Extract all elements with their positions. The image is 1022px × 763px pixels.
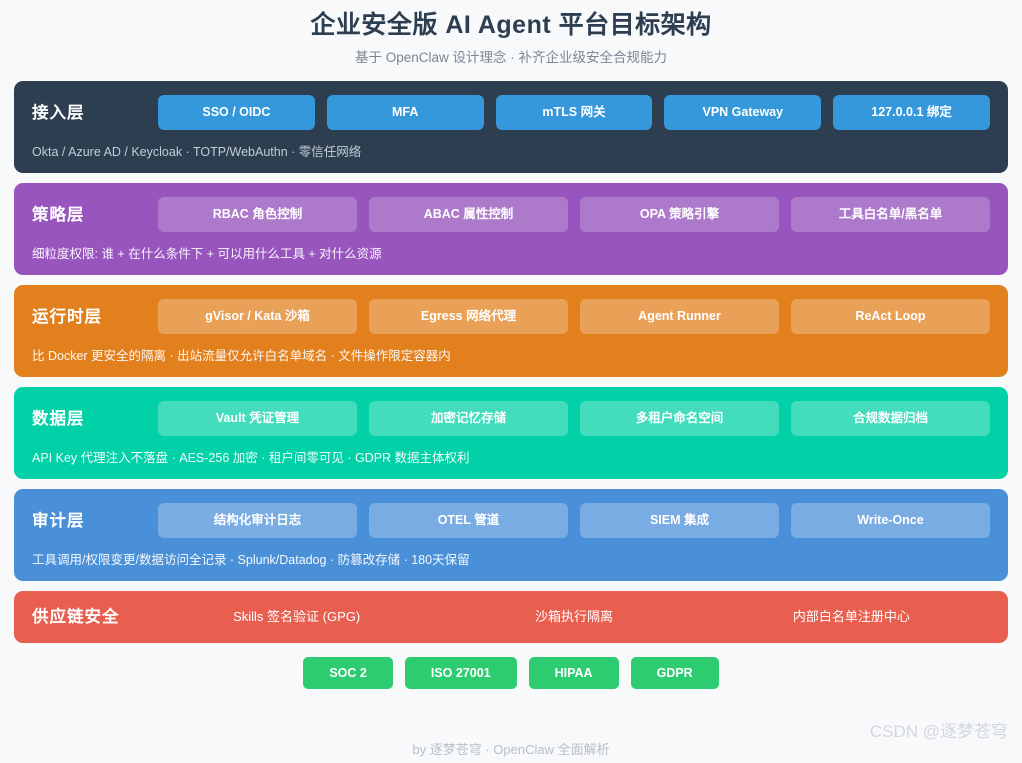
footer-credit: by 逐梦苍穹 · OpenClaw 全面解析: [412, 742, 610, 757]
layer-runtime-description: 比 Docker 更安全的隔离 · 出站流量仅允许白名单域名 · 文件操作限定容…: [32, 349, 451, 363]
item-skills-signature-verification: Skills 签名验证 (GPG): [233, 609, 361, 624]
item-sandbox-execution-isolation: 沙箱执行隔离: [534, 609, 613, 624]
layer-data-label: 数据层: [32, 409, 85, 428]
chip-vault-credential-management[interactable]: Vault 凭证管理: [158, 401, 357, 436]
badge-gdpr[interactable]: GDPR: [630, 657, 719, 689]
chip-siem-integration[interactable]: SIEM 集成: [580, 503, 779, 538]
layer-runtime-label: 运行时层: [32, 307, 102, 326]
badge-soc2[interactable]: SOC 2: [303, 657, 393, 689]
layer-data-description: API Key 代理注入不落盘 · AES-256 加密 · 租户间零可见 · …: [32, 451, 470, 465]
chip-structured-audit-log[interactable]: 结构化审计日志: [158, 503, 357, 538]
chip-sso-oidc[interactable]: SSO / OIDC: [158, 95, 315, 130]
layer-audit: 审计层 结构化审计日志 OTEL 管道 SIEM 集成 Write-Once 工…: [14, 489, 1008, 581]
layer-data-row: 数据层 Vault 凭证管理 加密记忆存储 多租户命名空间 合规数据归档: [32, 401, 990, 436]
chip-gvisor-kata-sandbox[interactable]: gVisor / Kata 沙箱: [158, 299, 357, 334]
chip-write-once[interactable]: Write-Once: [791, 503, 990, 538]
layer-runtime: 运行时层 gVisor / Kata 沙箱 Egress 网络代理 Agent …: [14, 285, 1008, 377]
chip-opa-policy-engine[interactable]: OPA 策略引擎: [580, 197, 779, 232]
chip-multi-tenant-namespace[interactable]: 多租户命名空间: [580, 401, 779, 436]
badge-hipaa[interactable]: HIPAA: [528, 657, 619, 689]
compliance-badge-row: SOC 2 ISO 27001 HIPAA GDPR: [0, 657, 1022, 689]
chip-abac[interactable]: ABAC 属性控制: [369, 197, 568, 232]
layer-policy-label: 策略层: [32, 205, 85, 224]
layer-access-description: Okta / Azure AD / Keycloak · TOTP/WebAut…: [32, 145, 362, 159]
layer-access: 接入层 SSO / OIDC MFA mTLS 网关 VPN Gateway 1…: [14, 81, 1008, 173]
chip-agent-runner[interactable]: Agent Runner: [580, 299, 779, 334]
layer-access-chips: SSO / OIDC MFA mTLS 网关 VPN Gateway 127.0…: [158, 95, 990, 130]
page-title: 企业安全版 AI Agent 平台目标架构: [310, 11, 712, 39]
layer-supply-chain: 供应链安全 Skills 签名验证 (GPG) 沙箱执行隔离 内部白名单注册中心: [14, 591, 1008, 643]
chip-otel-pipeline[interactable]: OTEL 管道: [369, 503, 568, 538]
chip-vpn-gateway[interactable]: VPN Gateway: [664, 95, 822, 130]
chip-tool-allowlist-blocklist[interactable]: 工具白名单/黑名单: [791, 197, 990, 232]
layer-supply-chain-row: 供应链安全 Skills 签名验证 (GPG) 沙箱执行隔离 内部白名单注册中心: [32, 605, 990, 629]
chip-egress-network-proxy[interactable]: Egress 网络代理: [369, 299, 568, 334]
csdn-watermark: CSDN @逐梦苍穹: [869, 722, 1008, 741]
layer-runtime-chips: gVisor / Kata 沙箱 Egress 网络代理 Agent Runne…: [158, 299, 990, 334]
chip-mfa[interactable]: MFA: [326, 95, 484, 130]
layer-access-label: 接入层: [32, 103, 85, 122]
architecture-layer-stack: 接入层 SSO / OIDC MFA mTLS 网关 VPN Gateway 1…: [14, 81, 1008, 643]
layer-policy: 策略层 RBAC 角色控制 ABAC 属性控制 OPA 策略引擎 工具白名单/黑…: [14, 183, 1008, 275]
chip-rbac[interactable]: RBAC 角色控制: [158, 197, 357, 232]
layer-audit-label: 审计层: [32, 511, 85, 530]
chip-mtls-gateway[interactable]: mTLS 网关: [495, 95, 653, 130]
layer-audit-row: 审计层 结构化审计日志 OTEL 管道 SIEM 集成 Write-Once: [32, 503, 990, 538]
layer-access-row: 接入层 SSO / OIDC MFA mTLS 网关 VPN Gateway 1…: [32, 95, 990, 130]
chip-react-loop[interactable]: ReAct Loop: [791, 299, 990, 334]
chip-localhost-binding[interactable]: 127.0.0.1 绑定: [833, 95, 990, 130]
layer-policy-chips: RBAC 角色控制 ABAC 属性控制 OPA 策略引擎 工具白名单/黑名单: [158, 197, 990, 232]
layer-supply-chain-label: 供应链安全: [32, 608, 120, 626]
layer-policy-description: 细粒度权限: 谁 + 在什么条件下 + 可以用什么工具 + 对什么资源: [32, 247, 382, 261]
layer-data: 数据层 Vault 凭证管理 加密记忆存储 多租户命名空间 合规数据归档 API…: [14, 387, 1008, 479]
page-subtitle: 基于 OpenClaw 设计理念 · 补齐企业级安全合规能力: [354, 50, 668, 65]
layer-policy-row: 策略层 RBAC 角色控制 ABAC 属性控制 OPA 策略引擎 工具白名单/黑…: [32, 197, 990, 232]
layer-runtime-row: 运行时层 gVisor / Kata 沙箱 Egress 网络代理 Agent …: [32, 299, 990, 334]
item-internal-allowlist-registry: 内部白名单注册中心: [792, 609, 910, 624]
layer-supply-chain-items: Skills 签名验证 (GPG) 沙箱执行隔离 内部白名单注册中心: [158, 607, 990, 627]
chip-encrypted-memory-storage[interactable]: 加密记忆存储: [369, 401, 568, 436]
chip-compliance-data-archive[interactable]: 合规数据归档: [791, 401, 990, 436]
layer-data-chips: Vault 凭证管理 加密记忆存储 多租户命名空间 合规数据归档: [158, 401, 990, 436]
badge-iso-27001[interactable]: ISO 27001: [404, 657, 517, 689]
layer-audit-chips: 结构化审计日志 OTEL 管道 SIEM 集成 Write-Once: [158, 503, 990, 538]
layer-audit-description: 工具调用/权限变更/数据访问全记录 · Splunk/Datadog · 防篡改…: [32, 553, 470, 567]
page-header: 企业安全版 AI Agent 平台目标架构 基于 OpenClaw 设计理念 ·…: [0, 0, 1022, 67]
